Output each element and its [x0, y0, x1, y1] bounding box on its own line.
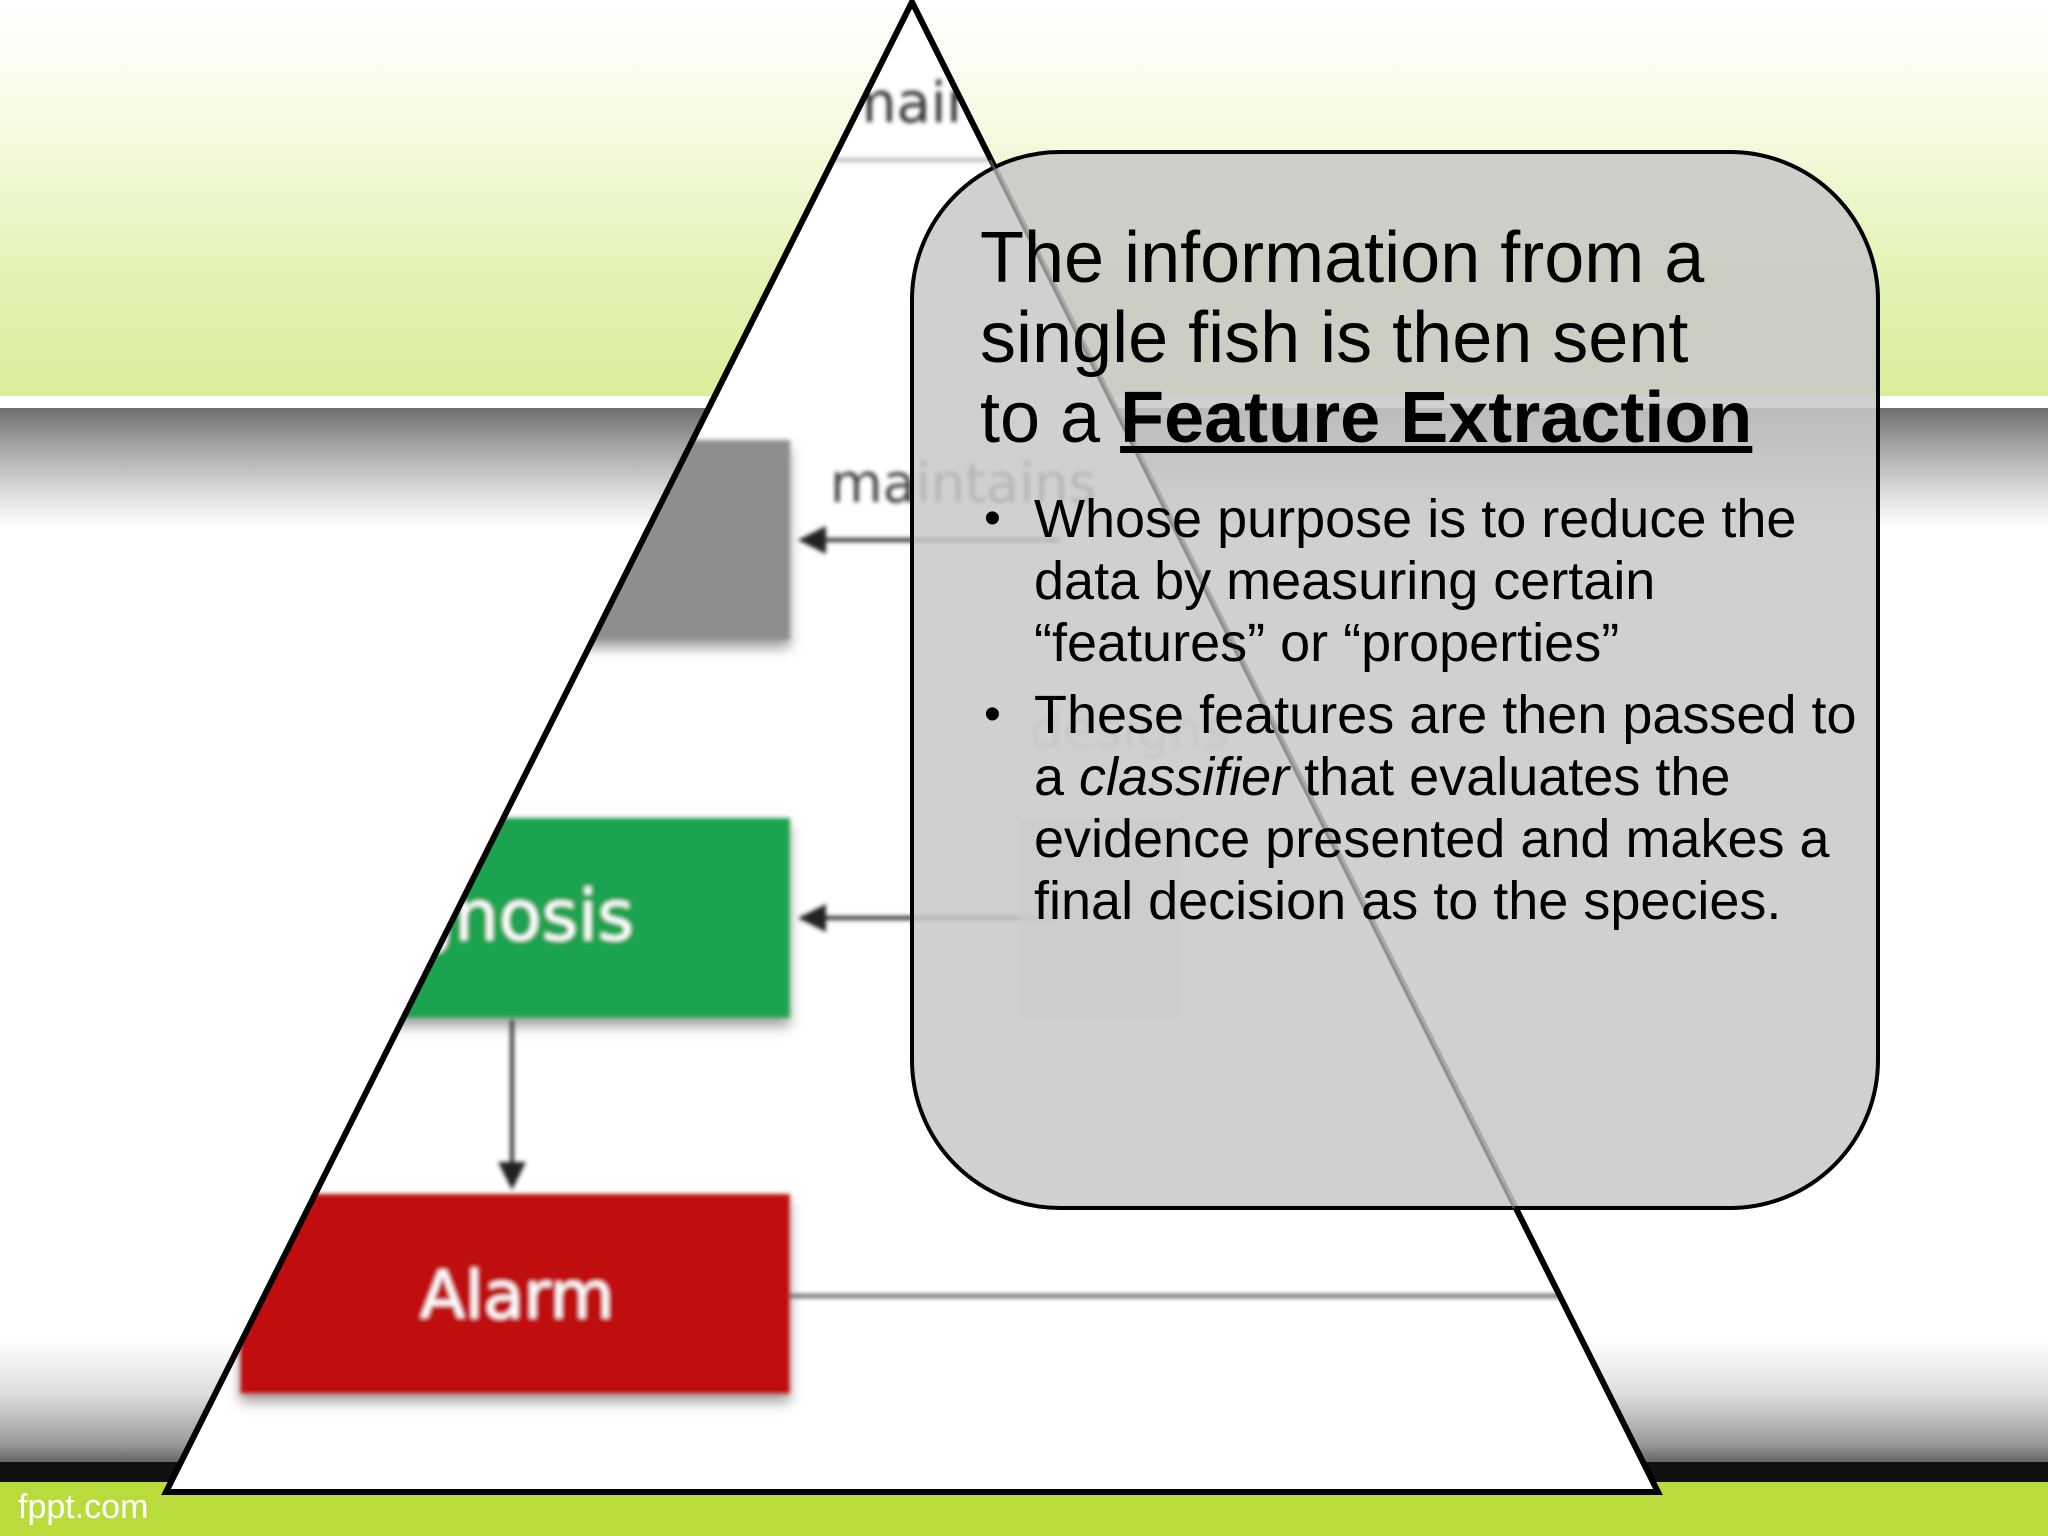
- bullet-text-2-after: that evaluates the evidence presented an…: [1034, 747, 1830, 931]
- callout-bullet-list: • Whose purpose is to reduce the data by…: [980, 488, 1860, 942]
- bullet-item-1: • Whose purpose is to reduce the data by…: [980, 488, 1860, 674]
- callout-title-line-1: The information from a: [980, 218, 1705, 298]
- bullet-text-2-before: These features are then passed to a: [1034, 685, 1857, 807]
- callout-title-prefix: to a: [980, 378, 1121, 458]
- callout-title-line-3: to a Feature Extraction: [980, 378, 1860, 458]
- callout-title-highlight: Feature Extraction: [1120, 378, 1753, 458]
- footer-brand-logo: fppt.com: [18, 1488, 149, 1526]
- bullet-text-1: Whose purpose is to reduce the data by m…: [1034, 489, 1797, 673]
- bullet-item-2: • These features are then passed to a cl…: [980, 684, 1860, 932]
- diagram-alarm-label: Alarm: [420, 1257, 614, 1334]
- bullet-glyph-icon: •: [984, 492, 1001, 545]
- callout-title: The information from a single fish is th…: [980, 218, 1860, 458]
- bullet-glyph-icon: •: [984, 688, 1001, 741]
- callout-title-line-2: single fish is then sent: [980, 298, 1689, 378]
- diagram-alarm-box: [240, 1194, 790, 1394]
- bullet-text-2-italic: classifier: [1079, 747, 1290, 807]
